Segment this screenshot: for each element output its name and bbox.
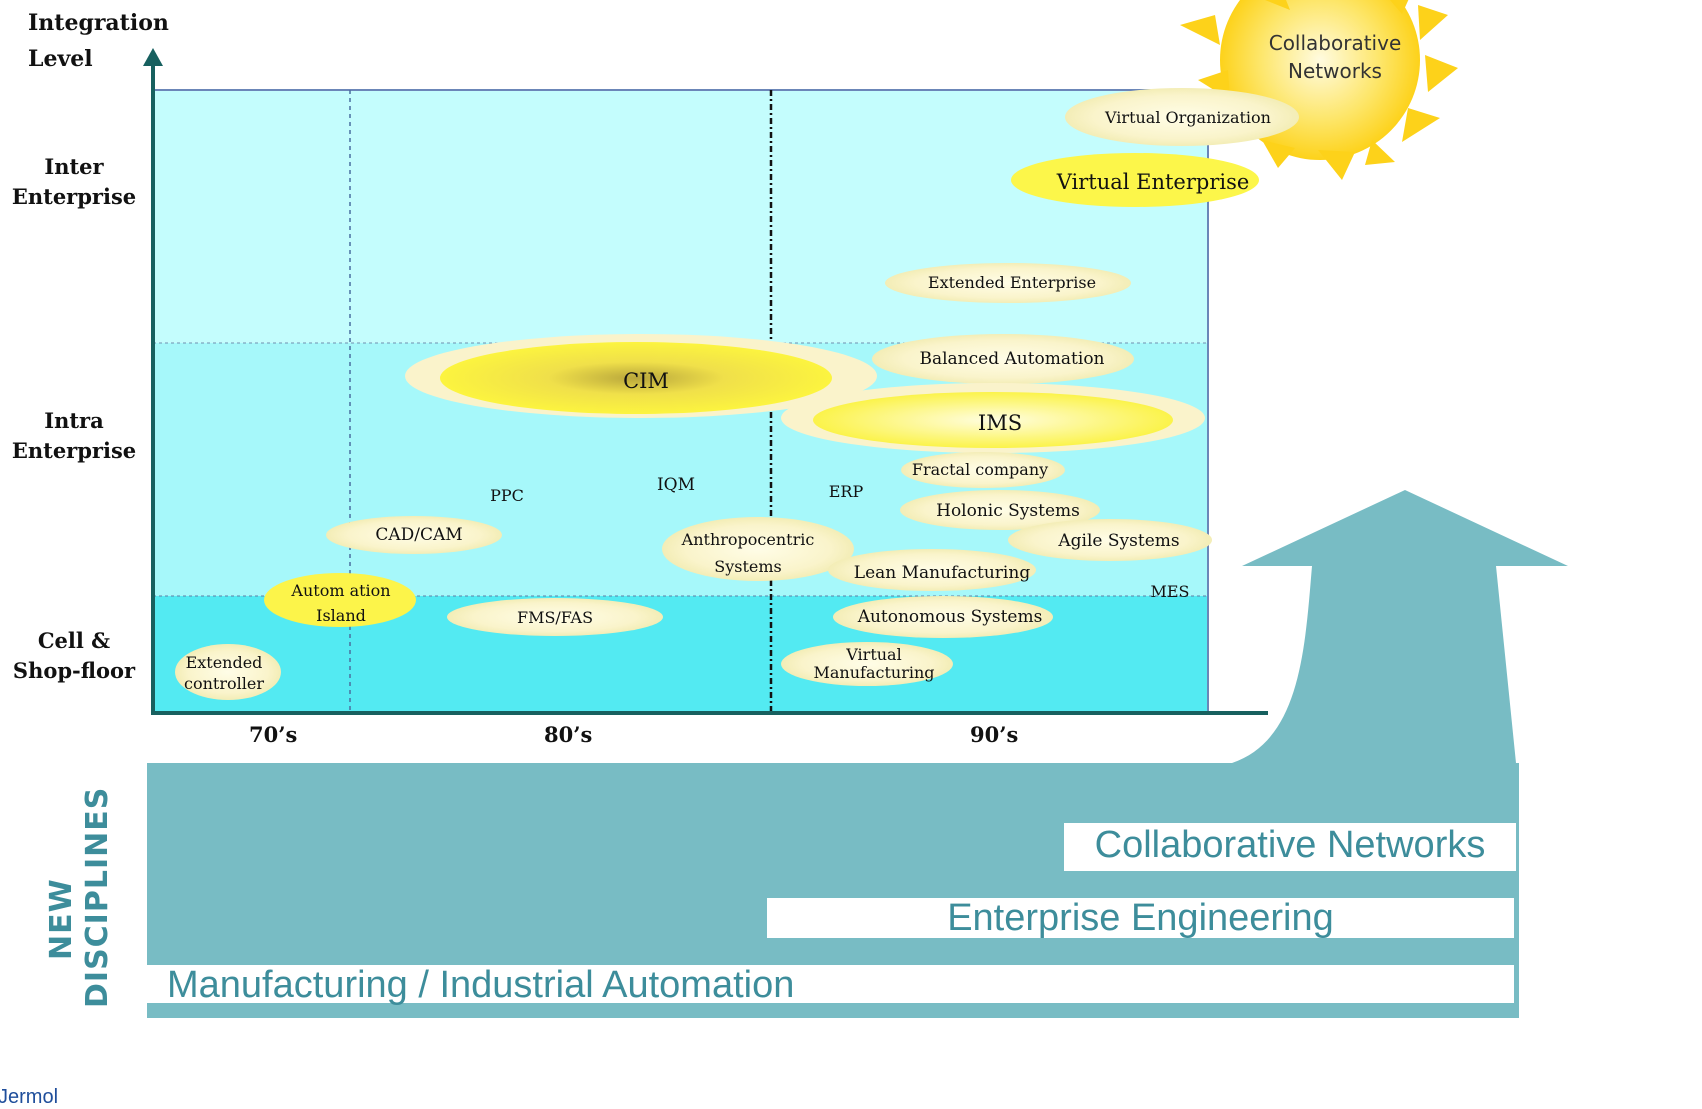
- ellipse-virtual-enterprise: [1011, 153, 1259, 207]
- new-disciplines-side-label: NEW DISCIPLINES: [44, 748, 124, 1008]
- label-extended-controller: Extended controller: [184, 653, 264, 693]
- side-label-line-new: NEW: [44, 878, 79, 960]
- discipline-manufacturing-industrial-automation: Manufacturing / Industrial Automation: [147, 965, 1514, 1005]
- x-period-70s: 70’s: [249, 722, 298, 747]
- y-axis-arrowhead: [143, 48, 163, 66]
- label-ims: IMS: [977, 411, 1023, 435]
- band-inter-enterprise: [153, 90, 1208, 343]
- label-fractal-company: Fractal company: [911, 460, 1049, 479]
- label-mes: MES: [1150, 582, 1190, 601]
- footer-author: Jermol: [0, 1086, 59, 1108]
- label-automation-island: Autom ation Island: [291, 581, 391, 625]
- side-label-line-disciplines: DISCIPLINES: [80, 786, 115, 1008]
- label-virtual-manufacturing: Virtual Manufacturing: [813, 645, 935, 682]
- label-virtual-organization: Virtual Organization: [1105, 108, 1271, 127]
- label-lean-manufacturing: Lean Manufacturing: [853, 563, 1031, 583]
- label-iqm: IQM: [656, 475, 696, 495]
- label-autonomous-systems: Autonomous Systems: [857, 607, 1043, 627]
- ellipse-cad-cam: [326, 516, 502, 554]
- ellipse-automation-island: [264, 573, 416, 627]
- ellipse-fractal-company: [901, 452, 1065, 488]
- y-level-cell-shopfloor: Cell & Shop-floor: [12, 628, 136, 683]
- discipline-collaborative-networks: Collaborative Networks: [1064, 823, 1516, 871]
- ellipse-anthropocentric: [662, 517, 854, 581]
- label-balanced-automation: Balanced Automation: [919, 349, 1105, 369]
- ellipse-extended-controller: [175, 644, 281, 700]
- ellipse-autonomous-systems: [833, 596, 1053, 638]
- label-ppc: PPC: [490, 486, 524, 505]
- label-cad-cam: CAD/CAM: [375, 525, 463, 545]
- label-holonic-systems: Holonic Systems: [936, 501, 1080, 521]
- y-level-inter-enterprise: Inter Enterprise: [11, 154, 137, 209]
- ellipse-ims-core: [813, 392, 1173, 448]
- ellipse-agile-systems: [1008, 519, 1212, 561]
- ellipse-balanced-automation: [872, 334, 1134, 384]
- label-fms-fas: FMS/FAS: [516, 608, 594, 627]
- ellipse-fms-fas: [447, 598, 663, 636]
- ellipse-lean-manufacturing: [828, 549, 1036, 591]
- x-period-80s: 80’s: [544, 722, 593, 747]
- ellipse-cim-core: [440, 342, 832, 414]
- label-virtual-enterprise: Virtual Enterprise: [1056, 170, 1250, 194]
- ellipse-extended-enterprise: [885, 263, 1131, 303]
- growth-arrow: [1232, 490, 1568, 763]
- x-period-90s: 90’s: [970, 722, 1019, 747]
- label-extended-enterprise: Extended Enterprise: [927, 273, 1097, 292]
- discipline-enterprise-engineering: Enterprise Engineering: [767, 898, 1514, 938]
- y-level-intra-enterprise: Intra Enterprise: [11, 408, 137, 463]
- y-axis-title: Integration Level: [28, 10, 169, 72]
- label-cim: CIM: [623, 369, 669, 393]
- sun-label: Collaborative Networks: [1268, 31, 1402, 83]
- ellipse-virtual-organization: [1065, 88, 1299, 146]
- label-anthropocentric-systems: Anthropocentric Systems: [681, 530, 815, 576]
- ellipse-virtual-manufacturing: [781, 642, 953, 686]
- ellipse-holonic-systems: [900, 490, 1100, 530]
- label-erp: ERP: [828, 482, 864, 501]
- label-agile-systems: Agile Systems: [1058, 531, 1180, 551]
